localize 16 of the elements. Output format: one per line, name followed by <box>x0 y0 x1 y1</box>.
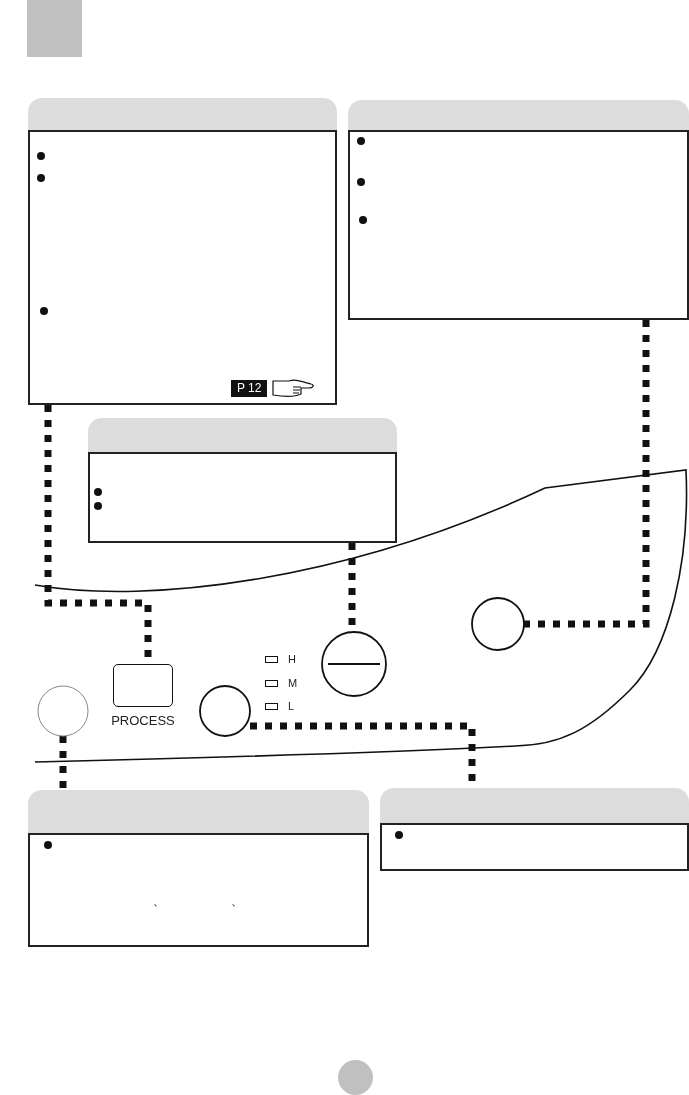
indicator-label: L <box>288 699 295 713</box>
leader-line <box>59 736 67 790</box>
round-button <box>470 596 526 652</box>
leader-line <box>524 320 650 628</box>
callout-card <box>28 790 369 947</box>
page-reference-badge: P 12 <box>231 380 268 397</box>
button-label: PROCESS <box>110 713 176 728</box>
round-knob <box>36 684 90 738</box>
dial-knob <box>320 630 388 698</box>
indicator-label: H <box>288 652 296 666</box>
indicator-label: M <box>288 676 298 690</box>
punctuation-mark: 、 <box>231 894 243 908</box>
round-button <box>198 684 252 738</box>
callout-card <box>380 788 689 871</box>
punctuation-mark: 、 <box>153 894 165 908</box>
callout-card <box>88 418 397 543</box>
